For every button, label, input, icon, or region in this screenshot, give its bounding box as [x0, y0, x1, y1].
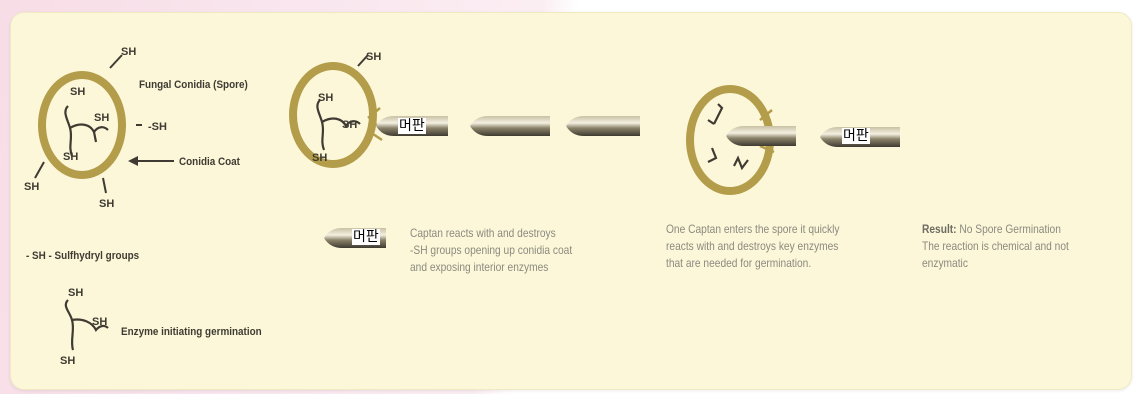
captan-enters-caption: One Captan enters the spore it quickly r…	[666, 221, 840, 272]
captan-molecule	[726, 126, 796, 146]
sh-label: SH	[92, 316, 107, 328]
legend: - SH - Sulfhydryl groups SH SH SH Enzyme…	[26, 251, 262, 367]
result-first-line: No Spore Germination	[959, 222, 1060, 236]
captan-molecule	[470, 116, 550, 136]
sh-label: SH	[70, 86, 85, 98]
overlay-label: 머판	[352, 229, 380, 245]
sh-label: SH	[94, 112, 109, 124]
overlay-label: 머판	[842, 128, 870, 144]
sh-label: SH	[366, 51, 381, 63]
sulfhydryl-legend-text: - SH - Sulfhydryl groups	[26, 251, 139, 263]
spore-2: SH SH SH SH	[293, 51, 384, 164]
sh-label: SH	[68, 287, 83, 299]
spore-3	[690, 89, 796, 191]
overlay-label: 머판	[398, 118, 426, 134]
sh-label: SH	[63, 151, 78, 163]
sh-label: SH	[99, 198, 114, 210]
conidia-coat-ring	[293, 66, 373, 164]
enzyme-initiating-label: Enzyme initiating germination	[121, 327, 262, 339]
sh-label: SH	[24, 181, 39, 193]
fungal-conidia-label: Fungal Conidia (Spore)	[139, 80, 248, 92]
result-label: Result:	[922, 222, 957, 236]
conidia-coat-label: Conidia Coat	[179, 157, 240, 169]
sh-label: SH	[60, 355, 75, 367]
captan-molecule	[566, 116, 640, 136]
sh-label: SH	[318, 92, 333, 104]
enzyme-fragment	[734, 158, 748, 168]
result-caption: Result: No Spore Germination The reactio…	[922, 221, 1069, 272]
sh-label: SH	[342, 119, 357, 131]
sh-label: SH	[121, 46, 136, 58]
dash-sh-label: -SH	[148, 121, 167, 133]
enzyme-fragment	[708, 148, 716, 162]
spore-1: SH SH SH SH SH SH -SH Fungal Conidia (Sp…	[24, 46, 248, 210]
sh-label: SH	[312, 152, 327, 164]
enzyme-fragment	[708, 104, 722, 124]
captan-reacts-caption: Captan reacts with and destroys -SH grou…	[410, 225, 572, 276]
